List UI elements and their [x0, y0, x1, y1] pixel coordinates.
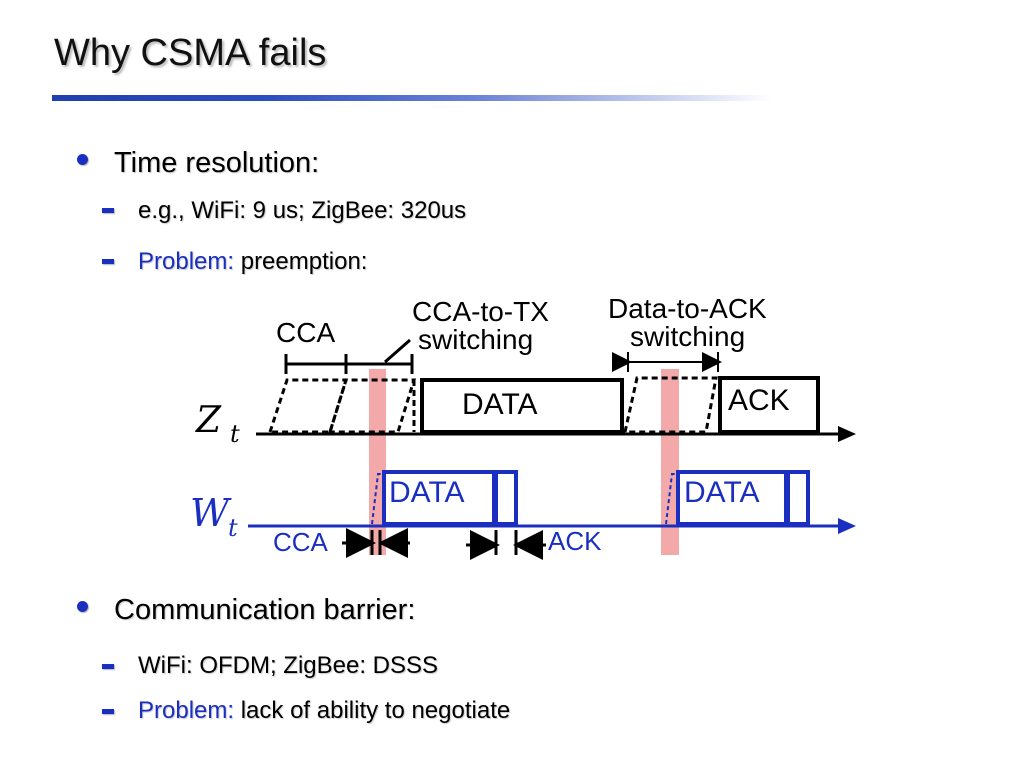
w-row-symbol: W — [190, 491, 232, 535]
bullet-time-resolution: Time resolution: — [114, 147, 320, 179]
w-cca-slot-1 — [371, 473, 384, 525]
sub-bullet-timing-values: e.g., WiFi: 9 us; ZigBee: 320us — [138, 197, 467, 224]
w-data-label-2: DATA — [684, 476, 760, 509]
data-to-ack-label-2: switching — [630, 321, 745, 352]
problem-label: Problem: — [138, 248, 235, 275]
preemption-overlay-2 — [661, 369, 679, 555]
cca-to-tx-label-2: switching — [418, 324, 533, 355]
cca-to-tx-label-1: CCA-to-TX — [412, 296, 549, 327]
title-underline — [52, 95, 772, 101]
w-ack-block-1 — [494, 470, 518, 526]
bullet-dot-icon — [77, 601, 88, 612]
bullet-communication-barrier: Communication barrier: — [114, 594, 416, 626]
problem-label: Problem: — [138, 697, 235, 724]
cca-top-label: CCA — [276, 317, 335, 348]
w-row-subscript: t — [228, 514, 238, 542]
w-ack-block-2 — [786, 470, 810, 526]
w-cca-label: CCA — [273, 527, 329, 557]
sub-bullet-dash-icon — [102, 259, 114, 264]
z-ack-label: ACK — [728, 384, 790, 417]
w-data-label-1: DATA — [389, 476, 465, 509]
w-cca-slot-2 — [665, 473, 678, 525]
w-timeline-arrowhead — [838, 518, 856, 534]
data-to-ack-label-1: Data-to-ACK — [608, 293, 767, 324]
sub-bullet-modulation: WiFi: OFDM; ZigBee: DSSS — [138, 652, 439, 679]
problem-text: preemption: — [234, 248, 368, 275]
z-row-subscript: t — [230, 420, 240, 448]
z-cca-slot-1 — [267, 378, 349, 434]
sub-bullet-dash-icon — [102, 664, 114, 669]
z-switch-slot — [623, 376, 718, 434]
z-timeline-arrowhead — [838, 426, 856, 442]
slide-title: Why CSMA fails — [54, 32, 327, 74]
z-ack-block — [718, 376, 820, 434]
sub-bullet-negotiation: Problem: lack of ability to negotiate — [138, 696, 510, 726]
z-data-block — [420, 378, 624, 434]
sub-bullet-preemption: Problem: preemption: — [138, 247, 367, 277]
w-ack-label: ACK — [548, 526, 602, 556]
z-data-label: DATA — [462, 388, 538, 421]
z-row-symbol: Z — [195, 400, 222, 441]
cca-to-tx-pointer — [384, 338, 411, 364]
sub-bullet-dash-icon — [102, 709, 114, 714]
bullet-dot-icon — [77, 154, 88, 165]
sub-bullet-dash-icon — [102, 208, 114, 213]
problem-text: lack of ability to negotiate — [234, 697, 511, 724]
